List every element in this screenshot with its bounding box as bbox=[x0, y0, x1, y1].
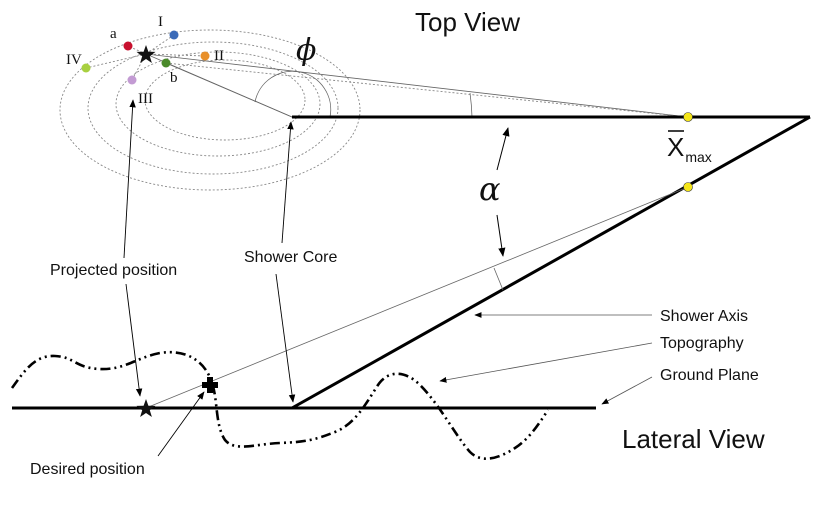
alpha-symbol: α bbox=[479, 170, 501, 208]
top-view-points bbox=[81, 30, 210, 85]
ellipse-3 bbox=[87, 41, 339, 175]
ellipse-2 bbox=[115, 51, 321, 157]
desired-position-label: Desired position bbox=[30, 461, 145, 478]
topography-arrow bbox=[439, 342, 653, 383]
projected-position-label: Projected position bbox=[50, 262, 177, 279]
line-star-to-xmax bbox=[145, 186, 689, 409]
ground-plane-label: Ground Plane bbox=[660, 367, 759, 384]
xmax-sub: max bbox=[685, 149, 711, 165]
projected-arrow-up bbox=[123, 99, 136, 259]
alpha-arrow-up bbox=[496, 127, 510, 171]
topography-label: Topography bbox=[660, 335, 744, 352]
phi-symbol: ϕ bbox=[296, 33, 316, 68]
xmax-angle-arc bbox=[469, 92, 473, 118]
desired-arrow bbox=[157, 391, 205, 457]
projected-star-icon bbox=[136, 45, 156, 63]
alpha-arrow-down bbox=[496, 214, 506, 257]
ray-II bbox=[145, 53, 206, 57]
point-I bbox=[169, 30, 179, 40]
point-IV bbox=[81, 63, 91, 73]
topography-curve bbox=[10, 350, 550, 460]
point-III bbox=[127, 75, 137, 85]
label-III: III bbox=[138, 91, 153, 107]
axis-angle-tick bbox=[493, 267, 504, 291]
point-a bbox=[123, 41, 133, 51]
label-IV: IV bbox=[66, 52, 82, 68]
xmax-main: X bbox=[667, 132, 684, 162]
shower-core-arrow-down bbox=[275, 273, 296, 403]
ray-to-xmax-top bbox=[145, 53, 689, 118]
label-I: I bbox=[158, 14, 163, 30]
shower-core-arrow-up bbox=[281, 121, 294, 244]
shower-axis-label: Shower Axis bbox=[660, 308, 748, 325]
xmax-label: Xmax bbox=[667, 132, 712, 165]
top-view-rays bbox=[85, 34, 689, 118]
xmax-marker-top bbox=[683, 112, 693, 122]
point-b bbox=[161, 58, 171, 68]
desired-plus-icon bbox=[202, 377, 218, 393]
phi-arc bbox=[254, 70, 332, 118]
ray-b-to-xmax bbox=[165, 62, 689, 118]
ellipse-outer bbox=[59, 29, 361, 191]
top-view-ellipses bbox=[59, 29, 361, 191]
label-b: b bbox=[170, 70, 178, 86]
ray-IV bbox=[85, 53, 147, 69]
shower-core-label: Shower Core bbox=[244, 249, 337, 266]
lateral-view-title: Lateral View bbox=[622, 424, 765, 454]
ellipse-inner bbox=[144, 59, 306, 141]
desired-star-icon bbox=[136, 399, 156, 417]
label-II: II bbox=[214, 48, 224, 64]
point-II bbox=[200, 51, 210, 61]
top-view-title: Top View bbox=[415, 7, 520, 37]
shower-axis-line bbox=[291, 115, 811, 410]
label-a: a bbox=[110, 26, 117, 42]
ground-plane-arrow bbox=[601, 376, 653, 405]
ray-b bbox=[165, 62, 293, 118]
projected-arrow-down bbox=[125, 283, 143, 397]
ray-I bbox=[145, 34, 175, 55]
xmax-marker-axis bbox=[683, 182, 693, 192]
